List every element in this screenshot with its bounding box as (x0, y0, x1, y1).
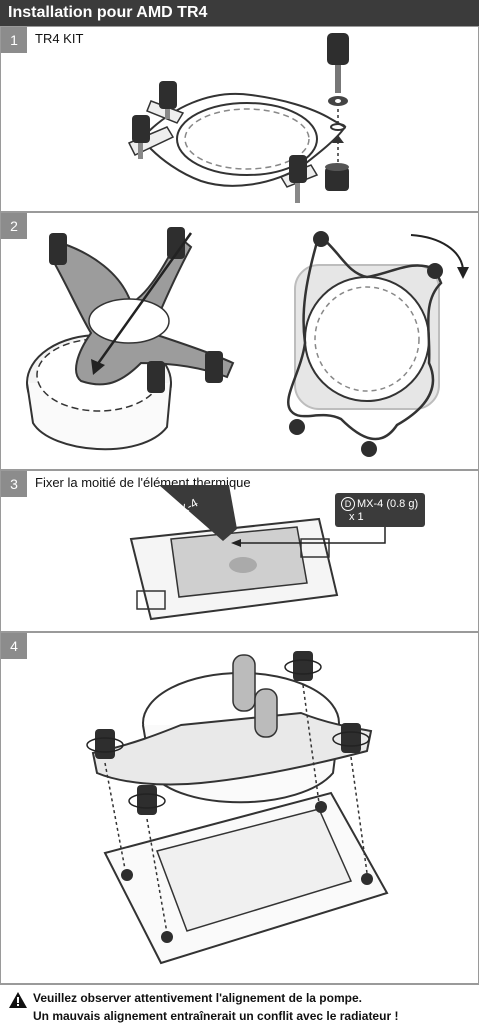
bracket-rotation-illustration (26, 227, 469, 457)
step-1-caption: TR4 KIT (35, 31, 84, 46)
warning-footer: Veuillez observer attentivement l'aligne… (0, 984, 479, 1030)
warning-line-1: Veuillez observer attentivement l'aligne… (33, 991, 362, 1005)
warning-triangle-icon (9, 992, 27, 1008)
standoff-group (132, 81, 307, 183)
tr4-kit-illustration (127, 33, 349, 203)
paste-label: MX-4 (0.8 g) (357, 498, 419, 510)
step-1-panel: 1 TR4 KIT (0, 26, 479, 212)
step-4-number: 4 (1, 633, 27, 659)
pump-mount-illustration (86, 651, 389, 965)
part-letter-badge: D (341, 497, 355, 511)
step-4-panel: 4 (0, 632, 479, 984)
page-title: Installation pour AMD TR4 (0, 0, 479, 26)
step-2-panel: 2 (0, 212, 479, 470)
warning-line-2: Un mauvais alignement entraînerait un co… (33, 1009, 399, 1023)
thermal-paste-illustration: MX-4 (129, 485, 386, 621)
step-3-panel: 3 Fixer la moitié de l'élément thermique… (0, 470, 479, 632)
step-1-number: 1 (1, 27, 27, 53)
paste-quantity: x 1 (349, 511, 364, 523)
step-3-number: 3 (1, 471, 27, 497)
step-2-number: 2 (1, 213, 27, 239)
